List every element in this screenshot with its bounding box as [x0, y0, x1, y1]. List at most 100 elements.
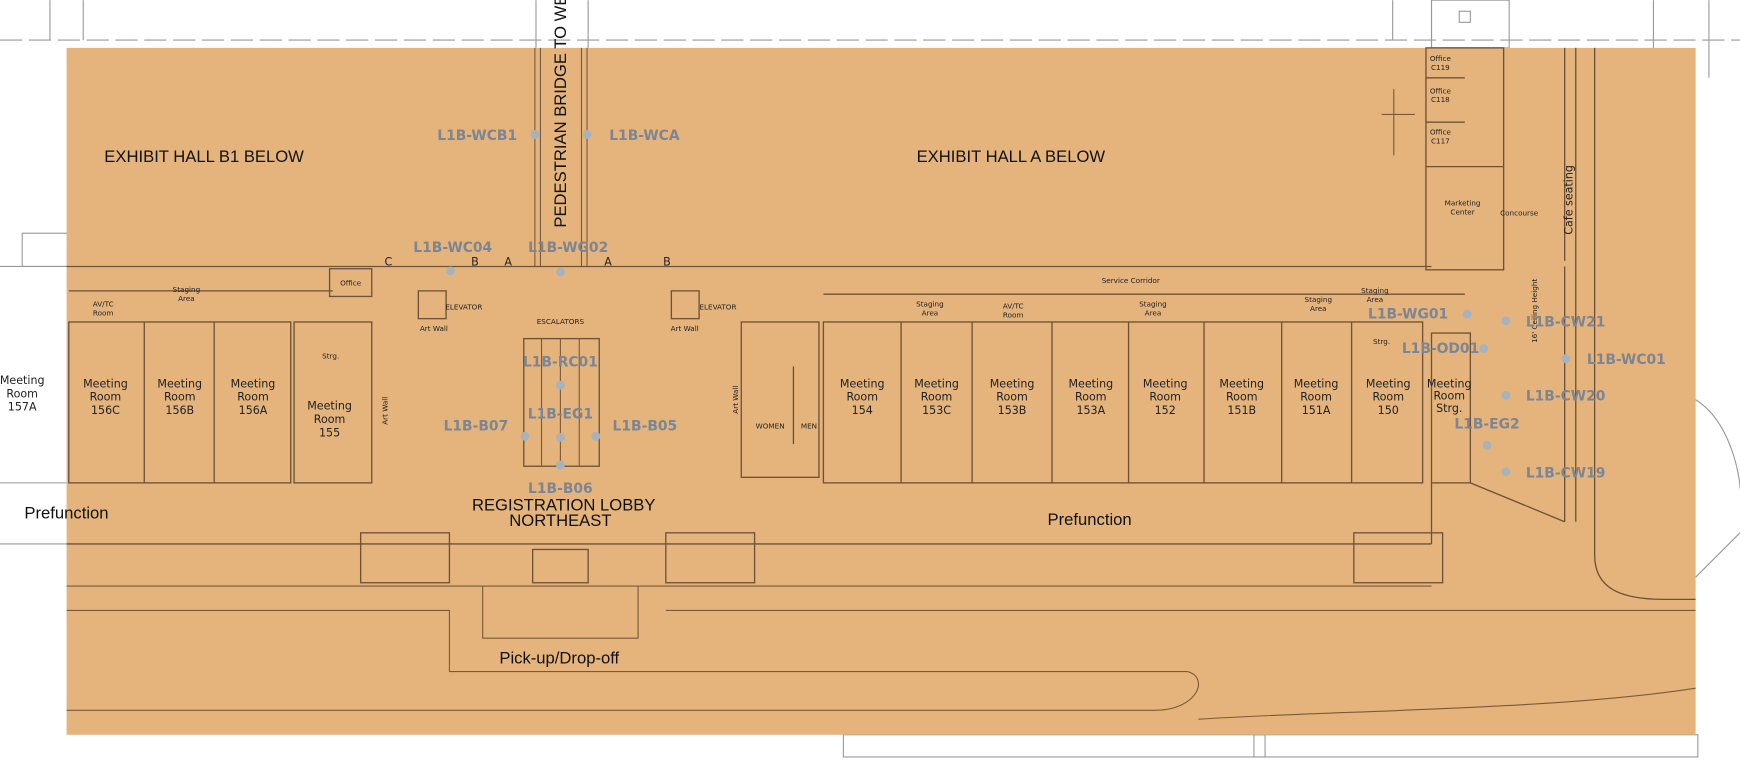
svg-text:Meeting: Meeting [1143, 377, 1188, 390]
svg-text:Office: Office [340, 278, 362, 287]
svg-text:L1B-EG2: L1B-EG2 [1454, 416, 1519, 432]
svg-text:C118: C118 [1431, 95, 1450, 104]
marker-l1b-wca[interactable]: L1B-WCA [582, 128, 680, 144]
marker-l1b-cw19[interactable]: L1B-CW19 [1501, 465, 1605, 481]
svg-text:L1B-EG1: L1B-EG1 [528, 407, 593, 423]
svg-text:L1B-OD01: L1B-OD01 [1402, 341, 1479, 357]
marker-l1b-od01[interactable]: L1B-OD01 [1402, 341, 1489, 357]
svg-text:156B: 156B [165, 404, 194, 417]
area-label-pickup-dropoff: Pick-up/Drop-off [499, 649, 619, 668]
svg-text:153A: 153A [1076, 404, 1105, 417]
svg-text:154: 154 [852, 404, 873, 417]
marker-l1b-wg02[interactable]: L1B-WG02 [528, 240, 608, 277]
svg-text:156A: 156A [239, 404, 268, 417]
marker-l1b-wcb1[interactable]: L1B-WCB1 [437, 128, 540, 144]
svg-text:156C: 156C [91, 404, 120, 417]
svg-text:L1B-CW20: L1B-CW20 [1526, 389, 1606, 405]
marker-l1b-rc01[interactable]: L1B-RC01 [523, 354, 598, 390]
svg-text:C: C [385, 255, 393, 268]
svg-text:153C: 153C [922, 404, 951, 417]
svg-text:Meeting: Meeting [1068, 377, 1113, 390]
svg-text:Marketing: Marketing [1445, 198, 1481, 207]
svg-text:Meeting: Meeting [914, 377, 959, 390]
marker-l1b-b05[interactable]: L1B-B05 [591, 419, 677, 441]
svg-text:Room: Room [90, 391, 122, 404]
svg-text:Art Wall: Art Wall [671, 324, 699, 333]
marker-l1b-eg1[interactable]: L1B-EG1 [528, 407, 593, 442]
marker-l1b-wg01[interactable]: L1B-WG01 [1368, 307, 1472, 323]
svg-text:Room: Room [846, 391, 878, 404]
label-service-corridor: Service Corridor [1102, 276, 1160, 285]
svg-text:WOMEN: WOMEN [756, 421, 785, 430]
svg-text:Staging: Staging [1139, 299, 1167, 308]
svg-text:Office: Office [1430, 127, 1452, 136]
marker-l1b-wc04[interactable]: L1B-WC04 [413, 240, 492, 276]
svg-text:Meeting: Meeting [1219, 377, 1264, 390]
svg-text:150: 150 [1378, 404, 1399, 417]
svg-text:Room: Room [6, 387, 38, 400]
svg-text:Area: Area [922, 308, 939, 317]
svg-text:A: A [604, 255, 612, 268]
svg-text:Meeting: Meeting [307, 400, 352, 413]
location-markers: L1B-WCB1 L1B-WCA L1B-WC04 L1B-WG02 L1B-R… [413, 128, 1665, 497]
marker-l1b-eg2[interactable]: L1B-EG2 [1454, 416, 1520, 450]
svg-text:AV/TC: AV/TC [1003, 302, 1024, 311]
marker-l1b-cw21[interactable]: L1B-CW21 [1501, 314, 1605, 330]
svg-text:Room: Room [1372, 391, 1404, 404]
svg-text:Room: Room [93, 308, 114, 317]
svg-text:L1B-WCB1: L1B-WCB1 [437, 128, 517, 144]
svg-text:Meeting: Meeting [840, 377, 885, 390]
svg-text:L1B-B05: L1B-B05 [613, 419, 678, 435]
marker-l1b-b06[interactable]: L1B-B06 [528, 460, 593, 497]
svg-text:Meeting: Meeting [83, 377, 128, 390]
svg-text:Room: Room [996, 391, 1028, 404]
svg-text:Office: Office [1430, 86, 1452, 95]
svg-text:Meeting: Meeting [1427, 377, 1472, 390]
svg-text:Strg.: Strg. [1373, 337, 1390, 346]
svg-text:C117: C117 [1431, 136, 1450, 145]
svg-text:ELEVATOR: ELEVATOR [699, 303, 736, 312]
svg-text:155: 155 [319, 426, 340, 439]
svg-text:A: A [504, 255, 512, 268]
label-cafe-seating: Cafe seating [1562, 165, 1575, 235]
svg-text:Room: Room [1149, 391, 1181, 404]
area-label-exhibit-hall-a: EXHIBIT HALL A BELOW [917, 147, 1106, 166]
svg-text:AV/TC: AV/TC [93, 299, 114, 308]
marker-l1b-cw20[interactable]: L1B-CW20 [1501, 389, 1605, 405]
svg-text:Room: Room [237, 391, 269, 404]
label-ceiling-height: 16' Ceiling Height [1530, 279, 1539, 343]
svg-text:Staging: Staging [1305, 295, 1333, 304]
svg-text:B: B [663, 255, 671, 268]
svg-text:Staging: Staging [1361, 286, 1389, 295]
marker-l1b-b07[interactable]: L1B-B07 [444, 419, 530, 441]
svg-text:L1B-WC04: L1B-WC04 [413, 240, 492, 256]
marker-l1b-wc01[interactable]: L1B-WC01 [1561, 352, 1666, 368]
svg-text:Meeting: Meeting [0, 374, 45, 387]
svg-text:Room: Room [1433, 390, 1465, 403]
svg-text:Art Wall: Art Wall [380, 397, 389, 425]
svg-text:Room: Room [1003, 311, 1024, 320]
svg-text:Meeting: Meeting [231, 377, 276, 390]
svg-text:L1B-WCA: L1B-WCA [609, 128, 680, 144]
svg-text:Room: Room [314, 413, 346, 426]
svg-text:151B: 151B [1227, 404, 1256, 417]
svg-text:L1B-CW19: L1B-CW19 [1526, 465, 1606, 481]
svg-text:Art Wall: Art Wall [420, 324, 448, 333]
svg-text:L1B-RC01: L1B-RC01 [523, 354, 598, 370]
